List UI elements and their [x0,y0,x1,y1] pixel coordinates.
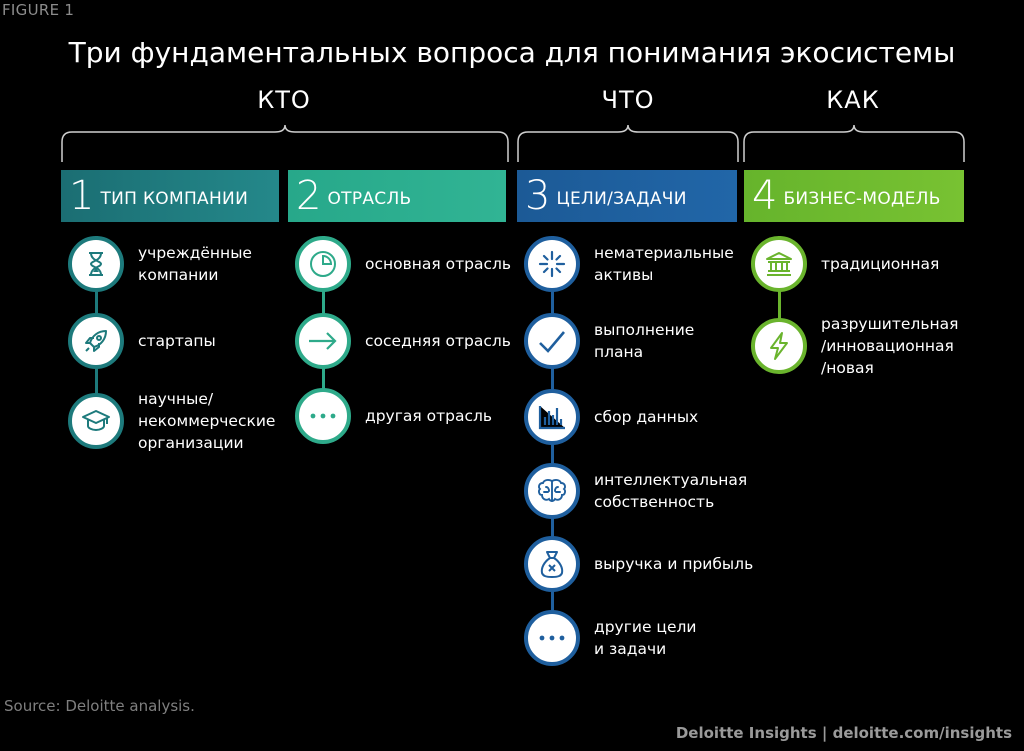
item-label: выручка и прибыль [594,555,754,573]
list-item-data-collection: сбор данных [524,389,698,445]
item-label: сбор данных [594,408,699,426]
lightning-icon [751,318,807,374]
ellipsis-icon [524,610,580,666]
item-label: интеллектуальная собственность [594,471,748,511]
column-label: ЦЕЛИ/ЗАДАЧИ [556,189,687,209]
checkmark-icon [524,313,580,369]
column-number: 1 [69,173,95,219]
rocket-icon [68,313,124,369]
list-item-adjacent-industry: соседняя отрасль [295,313,511,369]
item-label: основная отрасль [365,255,512,273]
hourglass-icon [68,236,124,292]
diagram-title: Три фундаментальных вопроса для понимани… [68,36,956,69]
bank-icon [751,236,807,292]
column-label: БИЗНЕС-МОДЕЛЬ [783,189,941,209]
sparkle-icon [524,236,580,292]
column-number: 2 [296,173,322,219]
list-item-startups: стартапы [68,313,216,369]
column-label: ОТРАСЛЬ [327,189,412,209]
item-label: другие цели и задачи [594,618,697,658]
bracket-who [60,124,510,164]
list-item-revenue-profit: выручка и прибыль [524,536,753,592]
list-item-other-goals: другие цели и задачи [524,610,696,666]
list-item-intangible-assets: нематериальные активы [524,236,734,292]
arrow-right-icon [295,313,351,369]
list-item-traditional: традиционная [751,236,939,292]
list-item-core-industry: основная отрасль [295,236,511,292]
bracket-how [742,124,966,164]
item-label: разрушительная /инновационная /новая [821,315,959,377]
column-label: ТИП КОМПАНИИ [100,189,249,209]
credit-line: Deloitte Insights | deloitte.com/insight… [675,724,1012,742]
pie-chart-icon [295,236,351,292]
money-bag-icon [524,536,580,592]
source-note: Source: Deloitte analysis. [4,697,195,715]
column-header-company-type: 1 ТИП КОМПАНИИ [61,170,279,222]
item-label: учреждённые компании [138,244,252,284]
column-number: 3 [525,173,551,219]
list-item-academic-nonprofit: научные/ некоммерческие организации [68,388,275,454]
brain-icon [524,463,580,519]
item-label: выполнение плана [594,321,695,361]
bracket-what [516,124,740,164]
column-number: 4 [752,173,778,219]
item-label: традиционная [821,255,940,273]
bar-chart-icon [524,389,580,445]
ellipsis-icon [295,388,351,444]
item-label: другая отрасль [365,407,493,425]
group-label-what: ЧТО [601,86,655,114]
item-label: нематериальные активы [594,244,734,284]
list-item-established-companies: учреждённые компании [68,236,252,292]
list-item-disruptive: разрушительная /инновационная /новая [751,313,958,379]
graduation-cap-icon [68,393,124,449]
list-item-intellectual-property: интеллектуальная собственность [524,463,747,519]
item-label: соседняя отрасль [365,332,511,350]
column-header-industry: 2 ОТРАСЛЬ [288,170,506,222]
figure-label: FIGURE 1 [2,1,75,19]
item-label: стартапы [138,332,216,350]
list-item-other-industry: другая отрасль [295,388,492,444]
group-label-who: КТО [257,86,311,114]
column-header-business-model: 4 БИЗНЕС-МОДЕЛЬ [744,170,964,222]
column-header-goals: 3 ЦЕЛИ/ЗАДАЧИ [517,170,737,222]
group-label-how: КАК [826,86,880,114]
list-item-plan-execution: выполнение плана [524,313,694,369]
item-label: научные/ некоммерческие организации [138,390,276,452]
